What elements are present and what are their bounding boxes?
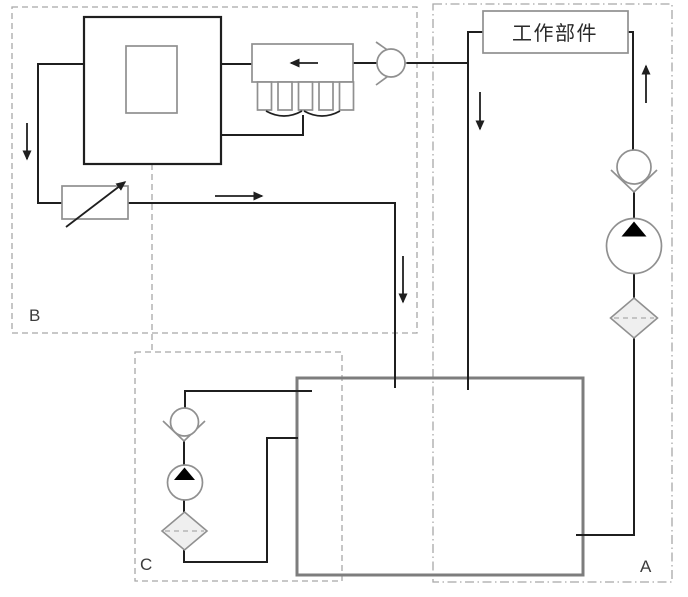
region-c-boundary [134, 351, 343, 582]
check-valve-a-seat-icon [610, 169, 658, 194]
heat-unit-core [125, 45, 178, 114]
region-b-label: B [29, 306, 40, 325]
throttle-valve-body [61, 185, 129, 220]
pump-a-triangle-icon [621, 221, 647, 237]
pipe-a-filter-to-tank [576, 338, 635, 536]
check-valve-a-ball-icon [616, 149, 652, 185]
cooler-fin [256, 81, 273, 111]
pump-c-body-icon [166, 464, 204, 501]
workpiece-label: 工作部件 [512, 22, 598, 45]
pipe-cooler-return [221, 115, 304, 136]
workpiece-box [482, 10, 629, 54]
pipe-c-return-to-tank [183, 437, 298, 563]
region-b-boundary [11, 6, 418, 334]
check-valve-c-ball-icon [169, 407, 200, 437]
region-a-label: A [640, 557, 652, 576]
pipe-workpiece-return-to-tank [467, 31, 483, 390]
pump-a-body-icon [605, 217, 663, 275]
cooler-fin [338, 81, 355, 111]
region-c-label: C [140, 555, 152, 574]
cooler-fin [277, 81, 293, 111]
region-a-boundary [432, 3, 673, 583]
check-valve-b-ball-icon [376, 48, 406, 78]
cooler-fin [297, 81, 314, 111]
pipe-c-suction [184, 390, 312, 408]
cooler-fin [318, 81, 334, 111]
cooler-air-arc-icon [265, 110, 341, 117]
throttle-valve-adjust-arrow-icon [65, 181, 127, 228]
pump-c-triangle-icon [174, 467, 195, 480]
cooler-fins-icon [256, 81, 355, 111]
check-valve-b-seat-icon [375, 41, 408, 86]
pipe-workpiece-supply [627, 31, 634, 150]
pipe-b-main-loop [37, 63, 396, 388]
oil-tank [295, 376, 585, 577]
